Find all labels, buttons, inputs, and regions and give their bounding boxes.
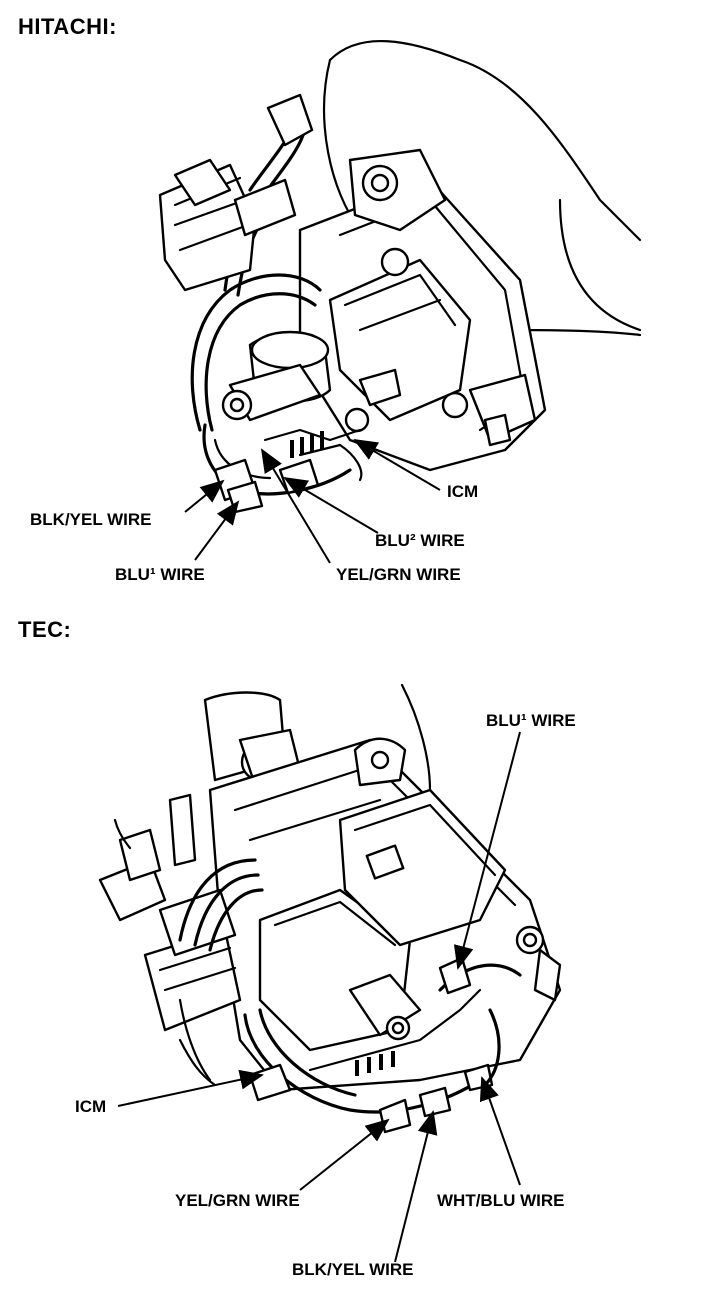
tec-blk-yel-wire-label: BLK/YEL WIRE — [292, 1260, 414, 1279]
tec-distributor-drawing — [98, 683, 562, 1134]
tec-blu1-wire-label: BLU¹ WIRE — [486, 711, 576, 730]
tec-wht-blu-wire-label: WHT/BLU WIRE — [437, 1191, 565, 1210]
hitachi-blk-yel-wire-label: BLK/YEL WIRE — [30, 510, 152, 529]
tec-icm-label: ICM — [75, 1097, 107, 1116]
hitachi-yel-grn-wire-label: YEL/GRN WIRE — [336, 565, 461, 584]
hitachi-distributor-drawing — [158, 39, 642, 514]
hitachi-icm-label: ICM — [447, 482, 479, 501]
hitachi-title: HITACHI: — [18, 14, 117, 39]
tec-title: TEC: — [18, 617, 72, 642]
hitachi-blu1-wire-label: BLU¹ WIRE — [115, 565, 205, 584]
tec-yel-grn-wire-label: YEL/GRN WIRE — [175, 1191, 300, 1210]
hitachi-blu2-wire-label: BLU² WIRE — [375, 531, 465, 550]
